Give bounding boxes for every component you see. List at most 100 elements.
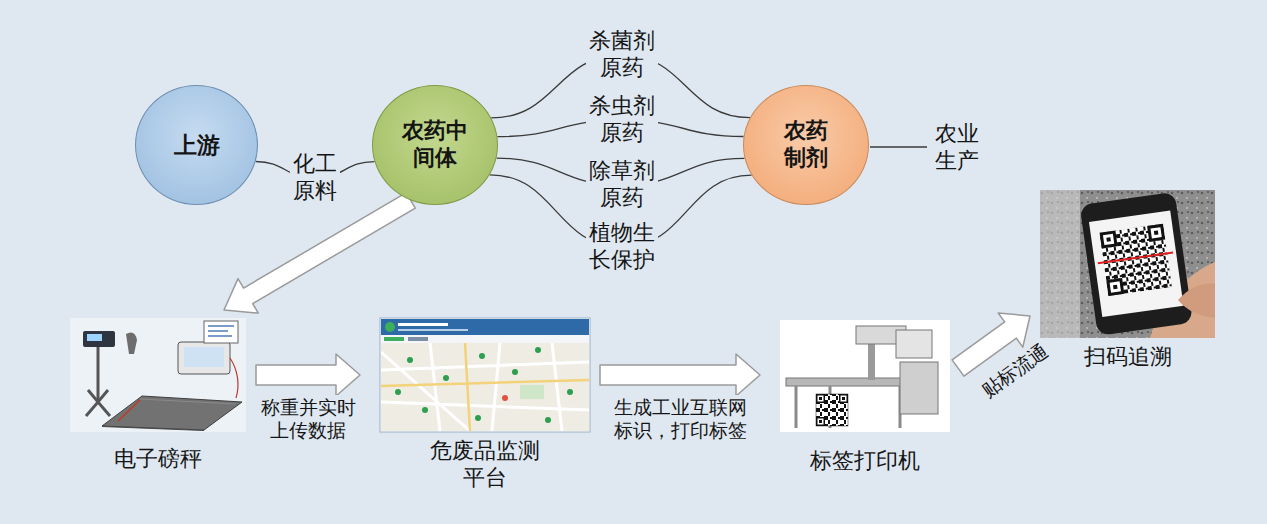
title-bar (381, 319, 589, 335)
map-park (520, 385, 544, 399)
map-pin (422, 407, 428, 413)
qr-finder (1150, 227, 1161, 238)
qr-finder (819, 397, 822, 400)
title-bar-mark (398, 323, 448, 326)
scale-edge (102, 426, 204, 431)
qr-finder (1106, 278, 1124, 296)
picture-frame (380, 318, 590, 432)
circle-label: 上游 (174, 131, 220, 159)
qr-finder (841, 396, 847, 402)
circle-label: 农药中 间体 (402, 118, 468, 172)
cable (230, 358, 238, 398)
edge-label: 生成工业互联网 标识，打印标签 (611, 395, 750, 443)
qr-finder (819, 420, 822, 423)
map-pin (512, 369, 518, 375)
phone (1080, 192, 1193, 336)
picture-caption: 扫码追溯 (1084, 344, 1172, 371)
hollow-arrow (600, 354, 760, 396)
map-pin (567, 389, 573, 395)
qr-finder (1110, 281, 1121, 292)
phone-screen (1089, 211, 1184, 317)
picture-node: 危废品监测 平台 (380, 318, 590, 492)
map-main-roads (381, 343, 589, 431)
conveyor-legs (796, 386, 900, 428)
qr-finder (818, 396, 824, 402)
phone-picture (1040, 190, 1215, 338)
map-pin (545, 417, 551, 423)
thumb (1178, 284, 1215, 318)
picture-frame (70, 318, 246, 432)
picture-frame (780, 320, 950, 432)
qr-finder (839, 394, 848, 403)
map-pin (479, 353, 485, 359)
scale-platform (102, 396, 242, 430)
circle-node: 上游 (135, 85, 258, 205)
picture-node: 扫码追溯 (1040, 190, 1215, 371)
terminal-body (178, 342, 230, 374)
scan-line (1098, 253, 1173, 264)
circle-node: 农药 制剂 (743, 85, 869, 205)
indicator-screen (87, 334, 102, 341)
picture-caption: 危废品监测 平台 (430, 438, 540, 492)
qr-finder (818, 419, 824, 425)
qr-code (1100, 224, 1172, 296)
edge-label: 杀菌剂 原药 (586, 27, 658, 83)
screenshot-frame (380, 318, 590, 432)
circle-label: 农药 制剂 (784, 118, 828, 172)
circle-node: 农药中 间体 (372, 85, 498, 205)
tool-button (408, 337, 428, 341)
monitor (204, 321, 238, 343)
edge-label: 植物生 长保护 (586, 219, 658, 275)
picture-ground (780, 320, 950, 432)
leader-line (870, 146, 927, 147)
stand-legs (86, 390, 110, 416)
terminal-screen (184, 347, 224, 367)
printer-picture (780, 320, 950, 432)
edge-label: 除草剂 原药 (586, 157, 658, 213)
printer-unit (896, 330, 932, 358)
edge-label: 杀虫剂 原药 (586, 92, 658, 148)
scale-picture (70, 318, 246, 432)
logo (385, 322, 395, 332)
hollow-arrow (256, 354, 360, 396)
map-pin (475, 415, 481, 421)
printer-cabinet (900, 362, 938, 414)
title-bar-mark (398, 329, 468, 331)
edge-label: 化工 原料 (290, 150, 340, 206)
qr-finder (1147, 224, 1165, 242)
picture-ground (70, 318, 246, 432)
picture-node: 电子磅秤 (70, 318, 246, 473)
weight-indicator (83, 331, 115, 347)
edge-label: 称重并实时 上传数据 (258, 395, 359, 443)
light-patch (1040, 190, 1080, 338)
map-pin (395, 389, 401, 395)
qr-code (816, 394, 848, 426)
platform-seam (140, 399, 236, 404)
picture-node: 标签打印机 (780, 320, 950, 475)
qr-finder (816, 417, 825, 426)
qr-finder (816, 394, 825, 403)
tool-bar (381, 335, 589, 343)
barcode-scanner (126, 332, 137, 354)
picture-frame (1040, 190, 1215, 338)
map-pin (502, 395, 508, 401)
picture-ground (1040, 190, 1215, 338)
picture-caption: 电子磅秤 (114, 446, 202, 473)
picture-caption: 标签打印机 (810, 448, 920, 475)
phone-body (1080, 192, 1193, 336)
qr-finder (842, 397, 845, 400)
dimension-mark (118, 400, 140, 421)
qr-finder (1154, 231, 1159, 236)
hollow-arrow (224, 193, 415, 314)
tool-button (384, 337, 404, 341)
platform-screenshot (380, 318, 590, 432)
qr-finder (1100, 230, 1118, 248)
annotation-label: 农业 生产 (935, 121, 979, 175)
qr-finder (1103, 234, 1114, 245)
qr-finder (1113, 285, 1118, 290)
monitor-lines (208, 326, 234, 336)
qr-finder (1106, 237, 1111, 242)
scale-stand (97, 346, 100, 402)
map-pin (443, 375, 449, 381)
map-ground (381, 343, 589, 431)
